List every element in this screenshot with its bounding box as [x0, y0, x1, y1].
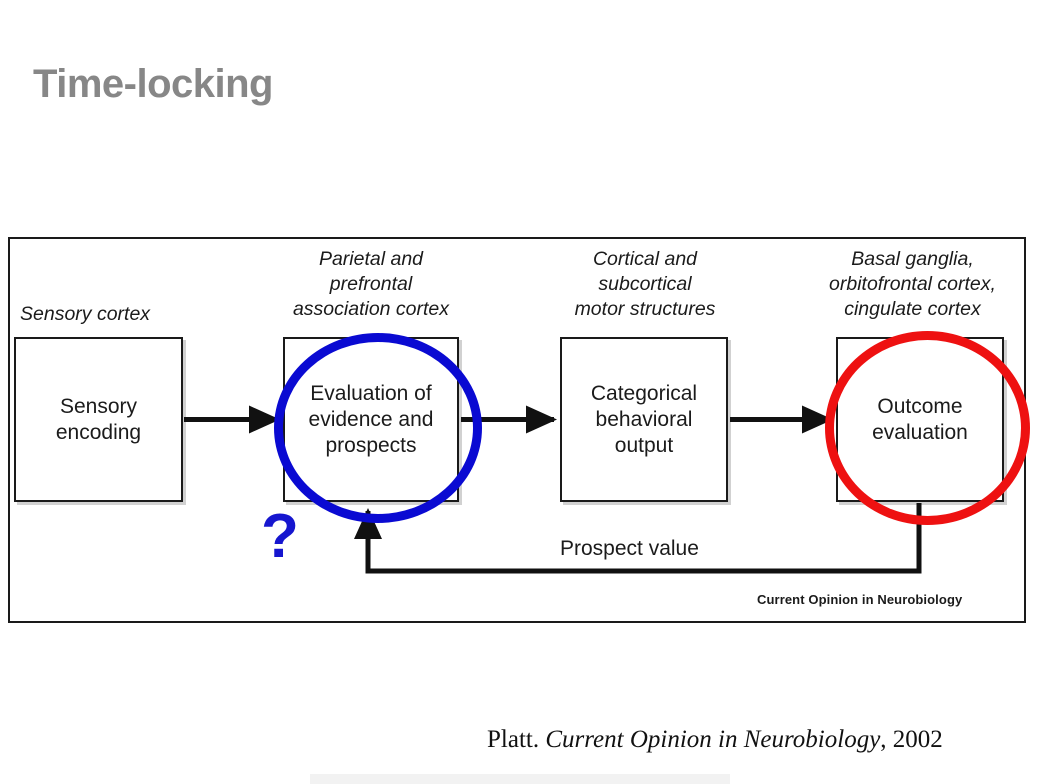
stage-caption-motor-structures: Cortical and subcortical motor structure…	[574, 248, 716, 320]
stage-caption-basal-ganglia: Basal ganglia, orbitofrontal cortex, cin…	[829, 248, 996, 320]
process-box-label: Sensory encoding	[55, 394, 142, 444]
stage-caption-association-cortex: Parietal and prefrontal association cort…	[292, 248, 450, 320]
stage-caption-sensory-cortex: Sensory cortex	[20, 303, 151, 325]
journal-credit: Current Opinion in Neurobiology	[757, 592, 963, 607]
bottom-divider	[310, 774, 730, 784]
page-title: Time-locking	[33, 62, 273, 106]
blue-highlight-circle-icon	[274, 333, 482, 523]
citation-journal: Current Opinion in Neurobiology	[545, 726, 881, 753]
citation-author: Platt.	[487, 726, 540, 753]
process-box-label: Categorical behavioral output	[590, 381, 698, 457]
citation-year: , 2002	[880, 726, 943, 753]
prospect-value-label: Prospect value	[560, 537, 699, 560]
process-box-sensory-encoding: Sensory encoding	[14, 337, 183, 502]
question-mark-annotation: ?	[261, 502, 299, 571]
process-box-behavioral-output: Categorical behavioral output	[560, 337, 728, 502]
citation: Platt. Current Opinion in Neurobiology, …	[487, 726, 943, 754]
red-highlight-circle-icon	[825, 331, 1030, 525]
